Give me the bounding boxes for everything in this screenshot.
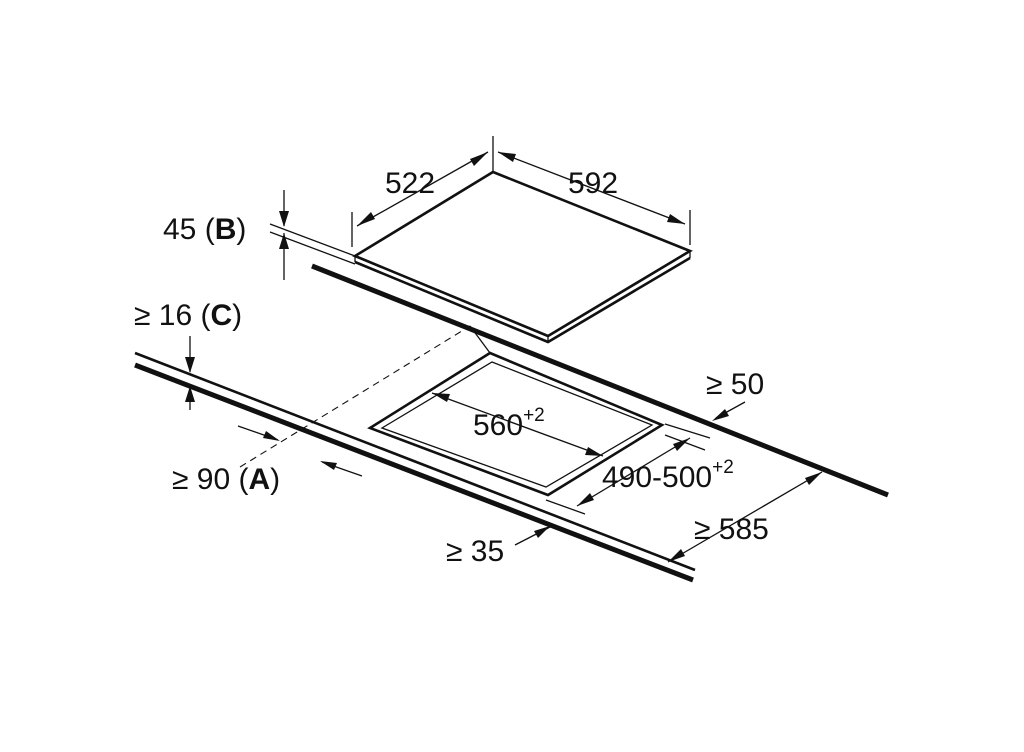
dim-592 xyxy=(497,151,691,245)
dim-490-500 xyxy=(545,434,706,515)
label-592: 592 xyxy=(568,167,618,200)
dim-16 xyxy=(185,336,195,410)
worktop-front-edge-bottom xyxy=(134,362,694,583)
cutout-outer xyxy=(367,351,665,497)
label-16: ≥ 16 (C) xyxy=(134,299,242,332)
projection-line-left xyxy=(239,325,471,468)
label-45: 45 (B) xyxy=(163,213,246,246)
projection-line-right xyxy=(469,325,491,354)
dim-45 xyxy=(269,190,356,280)
worktop-back-edge xyxy=(311,263,889,498)
label-90: ≥ 90 (A) xyxy=(172,463,280,496)
label-560: 560+2 xyxy=(473,405,545,442)
label-585: ≥ 585 xyxy=(694,513,769,546)
dim-522 xyxy=(351,136,494,247)
label-522: 522 xyxy=(385,167,435,200)
label-490-500: 490-500+2 xyxy=(602,457,734,494)
worktop-front-edge-top xyxy=(134,351,696,572)
label-35: ≥ 35 xyxy=(446,535,504,568)
label-50: ≥ 50 xyxy=(706,368,764,401)
cutout-inner xyxy=(380,361,654,488)
dim-50 xyxy=(664,401,746,439)
dim-585 xyxy=(667,471,823,563)
hob xyxy=(352,170,693,344)
dim-560 xyxy=(431,392,604,457)
dim-90 xyxy=(237,425,363,477)
cutout xyxy=(367,351,665,497)
worktop xyxy=(134,263,889,583)
dim-35 xyxy=(514,526,551,546)
